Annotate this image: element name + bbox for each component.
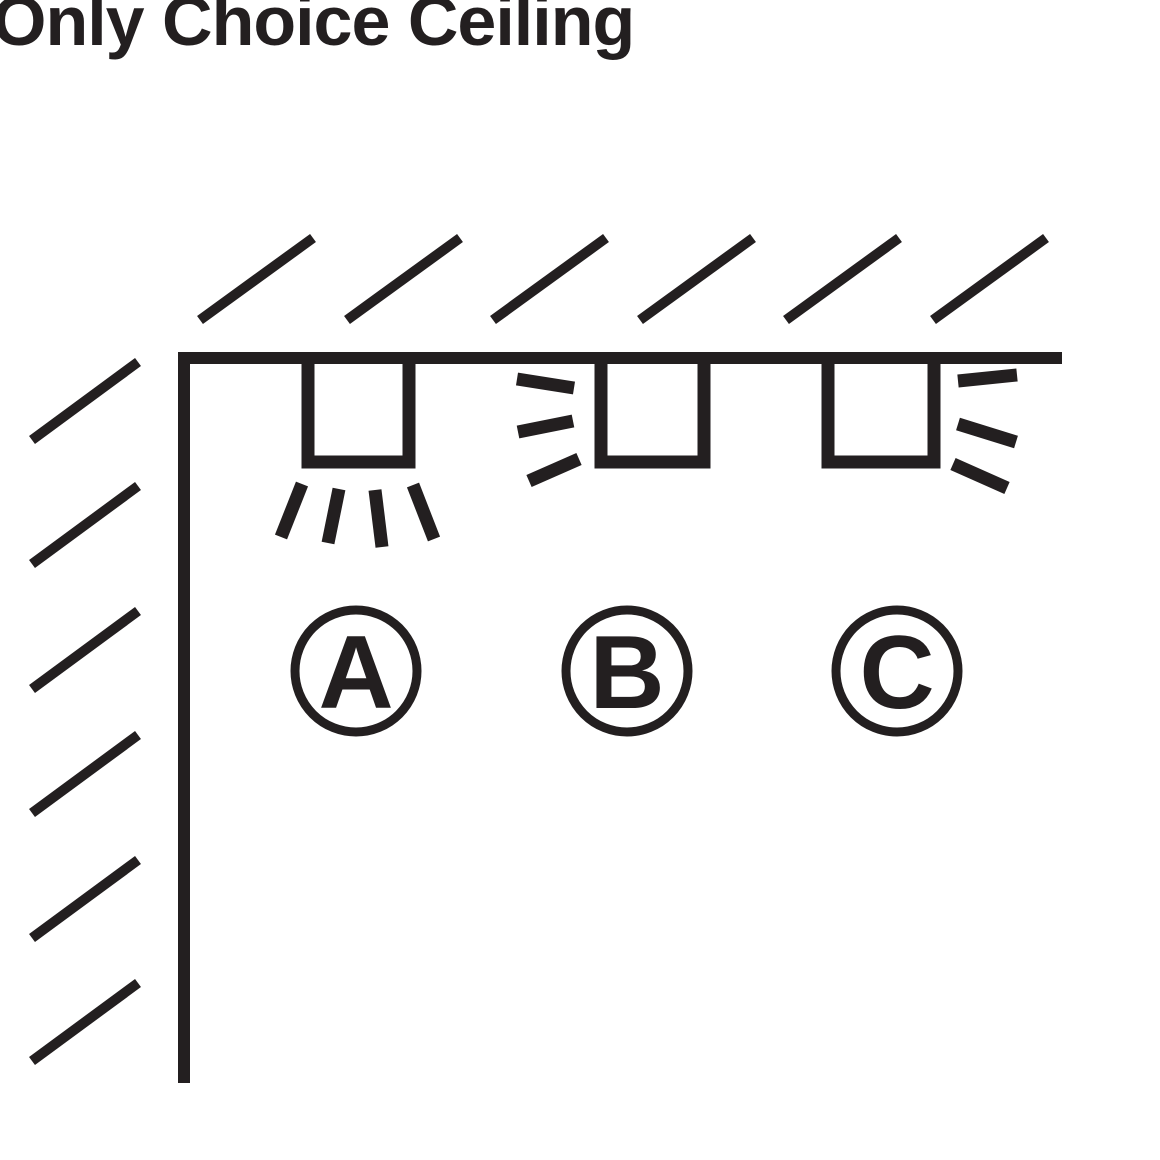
fixture-c xyxy=(821,352,1018,494)
hatch-mark xyxy=(344,233,463,325)
option-c-circle[interactable] xyxy=(831,605,963,737)
option-b[interactable]: B xyxy=(561,605,693,737)
light-rays-down-icon xyxy=(274,481,441,548)
page-title: Only Choice Ceiling xyxy=(0,0,635,60)
light-ray xyxy=(321,487,346,545)
light-rays-left-icon xyxy=(515,372,582,487)
light-ray xyxy=(957,368,1018,388)
hatch-mark xyxy=(29,730,141,818)
hatch-mark xyxy=(29,855,141,943)
option-c[interactable]: C xyxy=(831,605,963,737)
hatch-mark xyxy=(490,233,609,325)
option-a[interactable]: A xyxy=(290,605,422,737)
hatch-mark xyxy=(29,357,141,445)
light-ray xyxy=(950,458,1010,494)
light-ray xyxy=(516,414,575,439)
hatch-mark xyxy=(637,233,756,325)
light-ray xyxy=(515,372,576,395)
light-ray xyxy=(368,489,389,548)
option-c-label: C xyxy=(859,615,934,731)
recessed-fixture-outline xyxy=(594,352,711,469)
hatch-mark xyxy=(783,233,902,325)
option-a-circle[interactable] xyxy=(290,605,422,737)
ceiling-hatching xyxy=(197,233,1049,325)
option-a-label: A xyxy=(318,615,393,731)
fixture-a xyxy=(274,352,441,548)
light-ray xyxy=(956,417,1018,449)
option-b-circle[interactable] xyxy=(561,605,693,737)
wall-hatching xyxy=(29,357,141,1066)
light-ray xyxy=(406,482,441,542)
hatch-mark xyxy=(29,481,141,569)
hatch-mark xyxy=(197,233,316,325)
light-ray xyxy=(274,481,309,540)
ceiling-line xyxy=(178,352,1062,364)
recessed-fixture-outline xyxy=(821,352,941,469)
fixture-b xyxy=(515,352,711,487)
recessed-fixture-outline xyxy=(301,352,416,469)
hatch-mark xyxy=(29,606,141,694)
hatch-mark xyxy=(930,233,1049,325)
light-rays-right-icon xyxy=(950,368,1018,494)
option-b-label: B xyxy=(589,615,664,731)
hatch-mark xyxy=(29,978,141,1066)
wall-line xyxy=(178,352,190,1083)
light-ray xyxy=(526,453,582,487)
